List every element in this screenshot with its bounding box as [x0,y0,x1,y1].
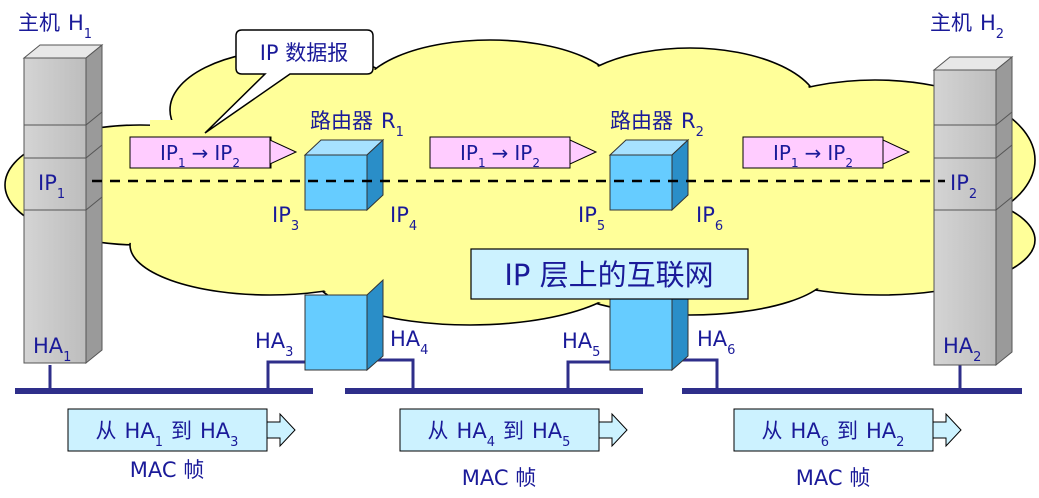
internet-label-box: IP 层上的互联网 [470,248,749,300]
host-h1-ha: HA1 [33,334,71,365]
ip-packet-1-label: IP1→IP2 [160,141,240,170]
router-r1-ha-left: HA3 [255,329,293,360]
ip-packet-2: IP1→IP2 [429,136,598,170]
host-h2-ip: IP2 [950,171,977,202]
ip-packet-1: IP1→IP2 [129,136,298,170]
mac-frame-1-label: MAC 帧 [130,458,204,482]
router-r2-ha-right: HA6 [697,327,735,358]
internet-label: IP 层上的互联网 [504,258,713,292]
host-h1 [22,43,104,365]
router-r1-ip-left: IP3 [272,203,299,234]
router-r2-ip-left: IP5 [578,203,605,234]
mac-frame-3-label: MAC 帧 [796,466,870,490]
router-r2-ip-right: IP6 [696,203,723,234]
ip-packet-2-label: IP1→IP2 [460,141,540,170]
host-h2-ha: HA2 [943,334,981,365]
router-r1 [303,138,385,372]
ip-packet-3: IP1→IP2 [742,136,911,170]
network-bus-1 [15,360,313,394]
network-bus-2 [345,358,643,394]
mac-frame-2-label: MAC 帧 [462,466,536,490]
ip-datagram-callout: IP 数据报 [204,29,374,134]
host-h2 [932,55,1014,367]
callout-text: IP 数据报 [260,41,349,65]
router-r1-ha-right: HA4 [390,327,428,358]
router-r2-ha-left: HA5 [562,329,600,360]
ip-packet-3-label: IP1→IP2 [773,141,853,170]
network-bus-3 [680,358,1022,394]
router-r2 [608,138,690,372]
host-h1-ip: IP1 [38,171,65,202]
router-r1-ip-right: IP4 [390,203,417,234]
